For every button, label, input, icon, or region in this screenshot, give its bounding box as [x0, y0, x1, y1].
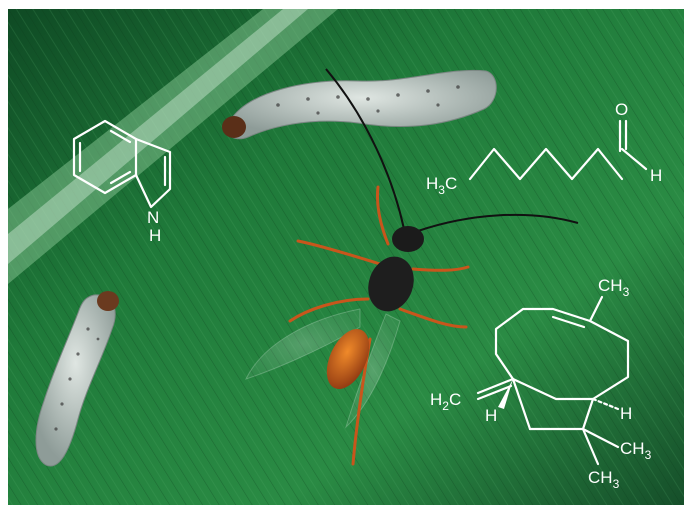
hexanal-h-label: H: [650, 166, 662, 185]
svg-text:H2C: H2C: [430, 390, 461, 413]
caterpillar-top-head: [222, 116, 246, 138]
caryophyllene-methylene-c: C: [449, 390, 461, 409]
wasp-abdomen: [326, 329, 370, 389]
hexanal-c: C: [445, 174, 457, 193]
wasp-head: [392, 226, 424, 252]
caterpillar-top: [222, 69, 497, 140]
caryophyllene-methyl2-ch: CH: [588, 468, 613, 487]
parasitoid-wasp: [245, 68, 579, 466]
caryophyllene-methylene-h: H: [430, 390, 442, 409]
indole-h-label: H: [149, 226, 161, 245]
photo-frame: N H H3C O H CH3 H2C H H CH: [8, 9, 684, 505]
svg-text:H3C: H3C: [426, 174, 457, 197]
caterpillar-left-head: [97, 291, 119, 311]
indole-n-label: N: [147, 208, 159, 227]
caryophyllene-methyl1-ch: CH: [620, 439, 645, 458]
caryophyllene-right-h: H: [620, 404, 632, 423]
caryophyllene-structure: CH3 H2C H H CH3 CH3: [430, 276, 652, 491]
caryophyllene-methylene-sub: 2: [442, 399, 449, 413]
hexanal-sub: 3: [438, 183, 445, 197]
svg-text:CH3: CH3: [620, 439, 652, 462]
svg-text:CH3: CH3: [598, 276, 630, 299]
hexanal-structure: H3C O H: [426, 100, 662, 197]
svg-text:CH3: CH3: [588, 468, 620, 491]
caryophyllene-methyl1-sub: 3: [645, 448, 652, 462]
hexanal-o-label: O: [615, 100, 628, 119]
caryophyllene-methyl2-sub: 3: [613, 477, 620, 491]
caryophyllene-top-ch: CH: [598, 276, 623, 295]
caryophyllene-left-h: H: [485, 406, 497, 425]
leaf-midrib: [8, 9, 338, 284]
caryophyllene-top-sub: 3: [623, 285, 630, 299]
caterpillar-left: [35, 291, 119, 467]
scene: N H H3C O H CH3 H2C H H CH: [8, 9, 684, 505]
indole-structure: N H: [72, 119, 172, 245]
wasp-thorax: [368, 256, 414, 312]
hexanal-h: H: [426, 174, 438, 193]
